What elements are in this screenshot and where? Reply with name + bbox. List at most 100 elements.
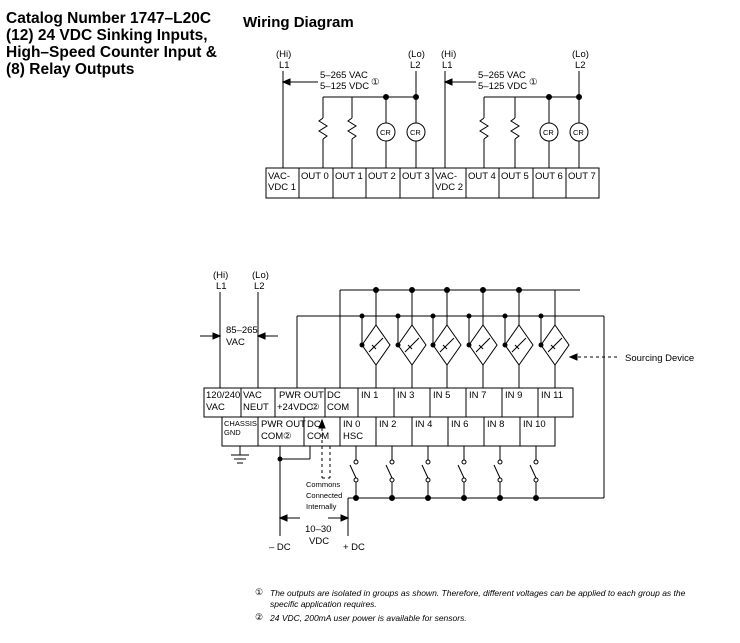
terminal-label: +24VDC: [277, 402, 313, 413]
output-wiring: (Hi) L1 (Lo) L2 5–265 VAC 5–125 VDC ① (H…: [265, 49, 600, 199]
sourcing-device-label: Sourcing Device: [625, 353, 694, 364]
hi-label: (Hi): [441, 49, 456, 60]
voltage-dc-label: 5–125 VDC: [320, 81, 369, 92]
terminal-label: NEUT: [243, 402, 269, 413]
arrow-head: [443, 78, 453, 86]
footnote-marker: ②: [255, 612, 264, 622]
l1-label: L1: [279, 60, 290, 71]
terminal-label: DC: [327, 390, 341, 401]
terminal-label: OUT 6: [535, 171, 563, 182]
terminal-label: IN 3: [397, 390, 414, 401]
lo-label: (Lo): [408, 49, 425, 60]
switch: [349, 464, 357, 479]
resistor-load: [318, 117, 328, 140]
terminal-label: PWR OUT: [261, 419, 306, 430]
terminal-label: IN 9: [505, 390, 522, 401]
footnote-text: The outputs are isolated in groups as sh…: [270, 588, 686, 609]
sourcing-devices: [359, 287, 580, 388]
terminal-label: IN 0: [343, 419, 360, 430]
input-terminal-top-row: [203, 387, 574, 418]
terminal-label: IN 2: [379, 419, 396, 430]
note-marker: ①: [529, 77, 538, 88]
terminal-label: IN 7: [469, 390, 486, 401]
cr-label: CR: [410, 128, 421, 137]
junction-dot: [516, 287, 522, 293]
note-marker: ②: [283, 431, 292, 442]
l1-label: L1: [442, 60, 453, 71]
relay-coil: [569, 122, 589, 142]
terminal-label: OUT 5: [501, 171, 529, 182]
catalog-line: (12) 24 VDC Sinking Inputs,: [6, 27, 208, 44]
input-wiring: (Hi) L1 (Lo) L2 85–265 VAC: [200, 270, 694, 553]
terminal-label: VAC-: [435, 171, 457, 182]
sensor-symbol: [368, 337, 384, 353]
cr-label: CR: [573, 128, 584, 137]
terminal-label: VAC-: [268, 171, 290, 182]
terminal-label: HSC: [343, 431, 363, 442]
junction-dot: [546, 94, 552, 100]
terminal-label: CHASSIS: [224, 419, 257, 428]
terminal-label: IN 6: [451, 419, 468, 430]
dc-range-label: 10–30: [305, 524, 331, 535]
cr-label: CR: [380, 128, 391, 137]
terminal-label: GND: [224, 428, 241, 437]
supply-voltage-label: 85–265: [226, 325, 258, 336]
terminal-label: IN 10: [523, 419, 546, 430]
voltage-dc-label: 5–125 VDC: [478, 81, 527, 92]
hi-label: (Hi): [276, 49, 291, 60]
cr-label: CR: [543, 128, 554, 137]
catalog-line: High–Speed Counter Input &: [6, 44, 217, 61]
footnote: ① The outputs are isolated in groups as …: [255, 587, 705, 610]
junction-dot: [576, 94, 582, 100]
junction-dot: [383, 94, 389, 100]
junction-dot: [409, 287, 415, 293]
footnotes: ① The outputs are isolated in groups as …: [255, 587, 705, 627]
catalog-line: (8) Relay Outputs: [6, 61, 135, 78]
resistor-load: [347, 117, 357, 140]
terminal-label: OUT 7: [568, 171, 596, 182]
l1-label: L1: [216, 281, 227, 292]
resistor-load: [510, 117, 520, 140]
footnote-marker: ①: [255, 587, 264, 597]
terminal-label: OUT 3: [402, 171, 430, 182]
note-marker: ②: [311, 402, 320, 413]
junction-dot: [444, 287, 450, 293]
voltage-ac-label: 5–265 VAC: [320, 70, 368, 81]
terminal-label: OUT 4: [468, 171, 496, 182]
catalog-heading: Catalog Number 1747–L20C (12) 24 VDC Sin…: [6, 10, 236, 78]
note-marker: ①: [371, 77, 380, 88]
terminal-label: 120/240: [206, 390, 240, 401]
commons-note: Commons: [306, 480, 340, 489]
terminal-label: VDC 2: [435, 182, 463, 193]
commons-note: Internally: [306, 502, 337, 511]
terminal-label: IN 11: [541, 390, 563, 401]
terminal-label: VDC 1: [268, 182, 296, 193]
terminal-label: IN 1: [361, 390, 378, 401]
wiring-diagram-title: Wiring Diagram: [243, 14, 354, 31]
hi-label: (Hi): [213, 270, 228, 281]
minus-dc-label: – DC: [269, 542, 291, 553]
terminal-label: OUT 0: [301, 171, 329, 182]
lo-label: (Lo): [252, 270, 269, 281]
terminal-label: IN 8: [487, 419, 504, 430]
l2-label: L2: [410, 60, 421, 71]
terminal-label: DC: [307, 419, 321, 430]
terminal-label: COM: [261, 431, 283, 442]
terminal-label: IN 5: [433, 390, 450, 401]
plus-dc-label: + DC: [343, 542, 365, 553]
terminal-label: VAC: [243, 390, 262, 401]
footnote: ② 24 VDC, 200mA user power is available …: [255, 612, 705, 624]
junction-dot: [413, 94, 419, 100]
junction-dot: [480, 287, 486, 293]
l2-label: L2: [254, 281, 265, 292]
terminal-label: COM: [327, 402, 349, 413]
catalog-line: Catalog Number 1747–L20C: [6, 10, 212, 27]
dc-unit-label: VDC: [309, 536, 329, 547]
commons-note: Connected: [306, 491, 342, 500]
arrow-head: [212, 332, 222, 340]
resistor-load: [479, 117, 489, 140]
terminal-label: IN 4: [415, 419, 432, 430]
input-terminal-bottom-row: [221, 416, 556, 447]
terminal-label: OUT 1: [335, 171, 363, 182]
terminal-label: PWR OUT: [279, 390, 324, 401]
